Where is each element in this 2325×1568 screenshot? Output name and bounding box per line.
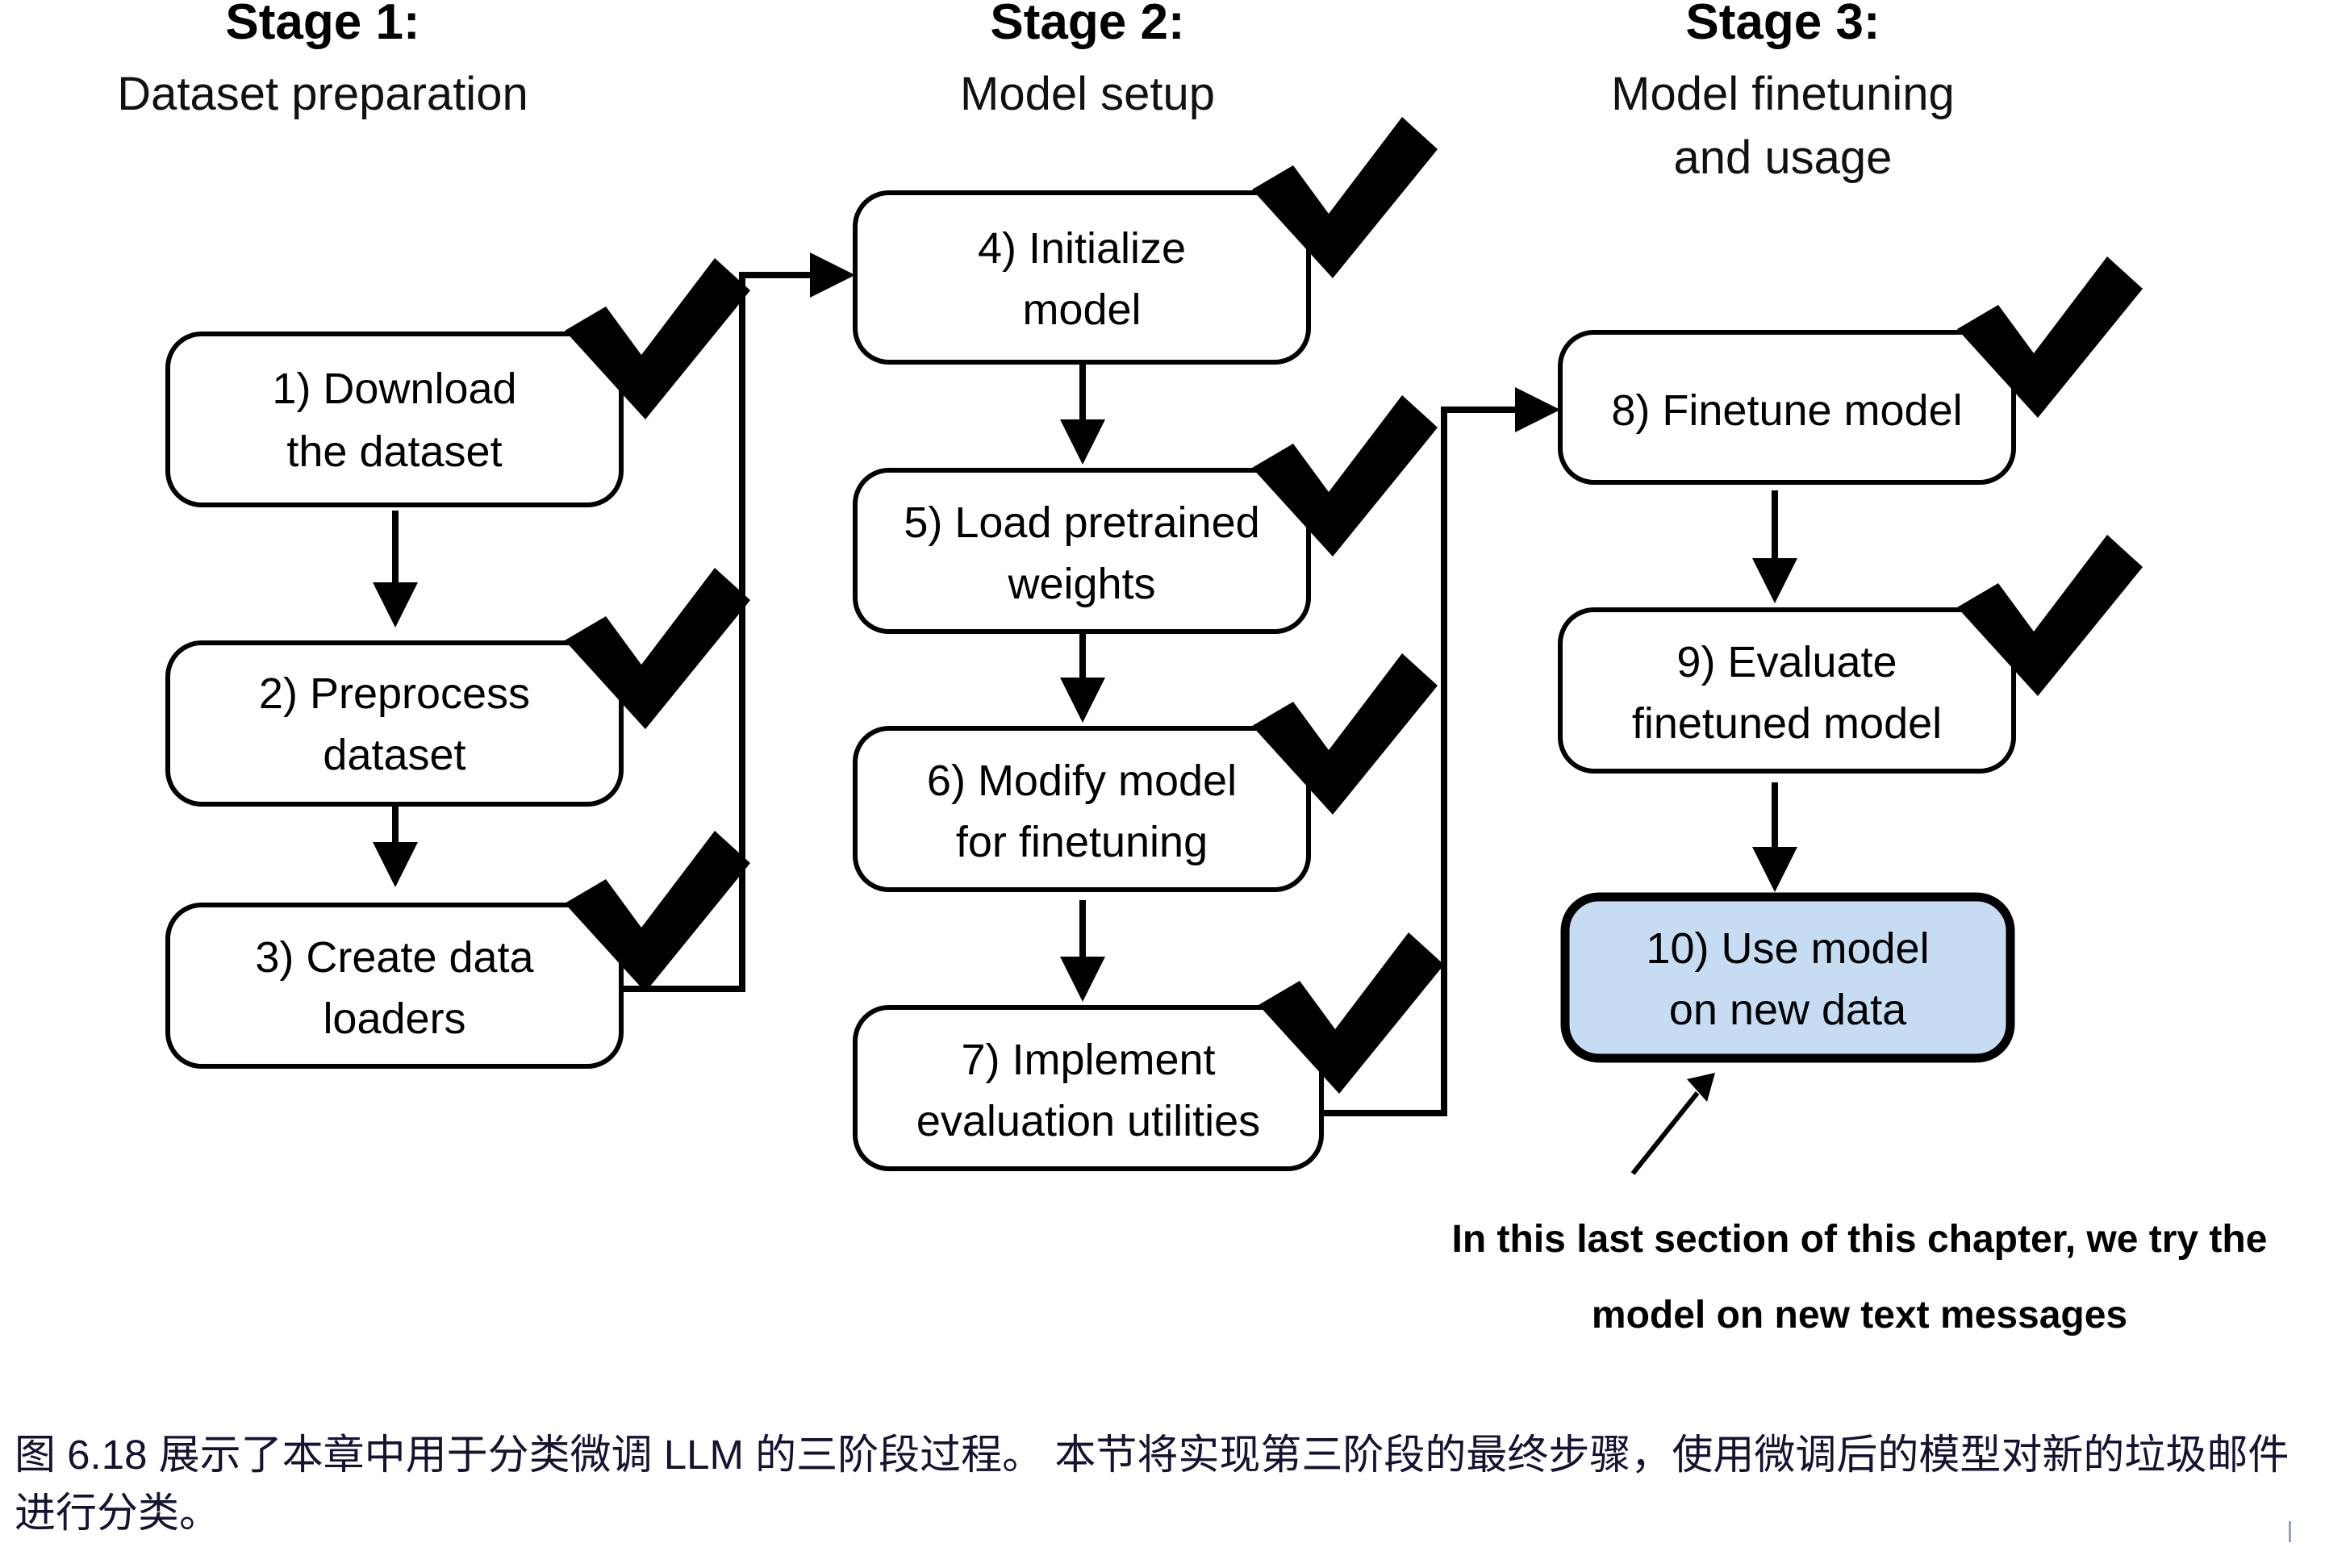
stage-1-header: Stage 1: Dataset preparation <box>117 0 528 120</box>
stage-1-title: Stage 1: <box>225 0 420 50</box>
check-icon <box>565 831 750 992</box>
check-icon <box>1957 256 2143 418</box>
node-3-create-data-loaders[interactable]: 3) Create data loaders <box>165 831 750 1069</box>
annotation-arrow <box>1630 1073 1715 1175</box>
node-3-label-line-2: loaders <box>323 995 465 1043</box>
connector-node8-to-node9 <box>1752 490 1797 603</box>
node-6-label-line-2: for finetuning <box>956 818 1208 866</box>
node-5-label-line-2: weights <box>1007 560 1155 608</box>
node-9-evaluate-finetuned-model[interactable]: 9) Evaluate finetuned model <box>1558 535 2143 774</box>
node-5-load-pretrained-weights[interactable]: 5) Load pretrained weights <box>853 395 1438 634</box>
node-7-label-line-1: 7) Implement <box>961 1036 1215 1084</box>
connector-node4-to-node5 <box>1060 361 1105 465</box>
annotation-note: In this last section of this chapter, we… <box>1452 1218 2268 1337</box>
page-edge-tick-mark <box>2289 1521 2291 1542</box>
stage-3-header: Stage 3: Model finetuning and usage <box>1611 0 1955 184</box>
node-7-label-line-2: evaluation utilities <box>916 1097 1260 1145</box>
stage-3-subtitle-line-1: Model finetuning <box>1611 68 1955 120</box>
figure-caption: 图 6.18 展示了本章中用于分类微调 LLM 的三阶段过程。 本节将实现第三阶… <box>15 1432 2290 1537</box>
annotation-line-1: In this last section of this chapter, we… <box>1452 1218 2268 1261</box>
node-1-label-line-1: 1) Download <box>272 365 516 413</box>
node-10-label-line-1: 10) Use model <box>1646 924 1929 973</box>
node-1-label-line-2: the dataset <box>286 427 502 476</box>
check-icon <box>1957 535 2143 696</box>
check-icon <box>1259 932 1444 1094</box>
node-4-initialize-model[interactable]: 4) Initialize model <box>853 117 1438 365</box>
connector-stage1-to-stage2 <box>621 252 855 992</box>
node-3-label-line-1: 3) Create data <box>255 933 534 982</box>
check-icon <box>1252 117 1438 278</box>
connector-node6-to-node7 <box>1060 900 1105 1002</box>
connector-node9-to-node10 <box>1752 782 1797 892</box>
node-4-label-line-2: model <box>1022 286 1141 334</box>
node-4-label-line-1: 4) Initialize <box>978 224 1186 273</box>
annotation-line-2: model on new text messages <box>1592 1294 2127 1337</box>
stage-3-title: Stage 3: <box>1685 0 1880 50</box>
node-2-label-line-2: dataset <box>323 731 465 779</box>
node-8-label-line-1: 8) Finetune model <box>1611 386 1962 435</box>
check-icon <box>1252 395 1438 557</box>
stage-1-subtitle-line-1: Dataset preparation <box>117 68 528 120</box>
check-icon <box>1252 653 1438 815</box>
node-9-label-line-2: finetuned model <box>1632 699 1942 748</box>
node-2-label-line-1: 2) Preprocess <box>259 669 530 718</box>
node-7-implement-evaluation-utilities[interactable]: 7) Implement evaluation utilities <box>853 932 1444 1171</box>
node-6-modify-model-for-finetuning[interactable]: 6) Modify model for finetuning <box>853 653 1438 892</box>
connector-node5-to-node6 <box>1060 623 1105 723</box>
node-8-finetune-model[interactable]: 8) Finetune model <box>1558 256 2143 485</box>
node-6-label-line-1: 6) Modify model <box>927 757 1237 805</box>
check-icon <box>565 258 750 419</box>
stage-2-header: Stage 2: Model setup <box>960 0 1215 120</box>
stage-2-subtitle-line-1: Model setup <box>960 68 1215 120</box>
connector-node1-to-node2 <box>373 511 418 628</box>
node-9-label-line-1: 9) Evaluate <box>1676 638 1897 686</box>
node-10-label-line-2: on new data <box>1669 986 1907 1034</box>
node-10-use-model-on-new-data[interactable]: 10) Use model on new data <box>1560 892 2015 1063</box>
stage-3-subtitle-line-2: and usage <box>1674 131 1893 184</box>
stage-2-title: Stage 2: <box>990 0 1184 50</box>
node-2-preprocess-dataset[interactable]: 2) Preprocess dataset <box>165 568 750 807</box>
node-5-label-line-1: 5) Load pretrained <box>904 498 1259 547</box>
node-1-download-dataset[interactable]: 1) Download the dataset <box>165 258 750 507</box>
check-icon <box>565 568 750 729</box>
connector-stage2-to-stage3 <box>1321 387 1560 1116</box>
